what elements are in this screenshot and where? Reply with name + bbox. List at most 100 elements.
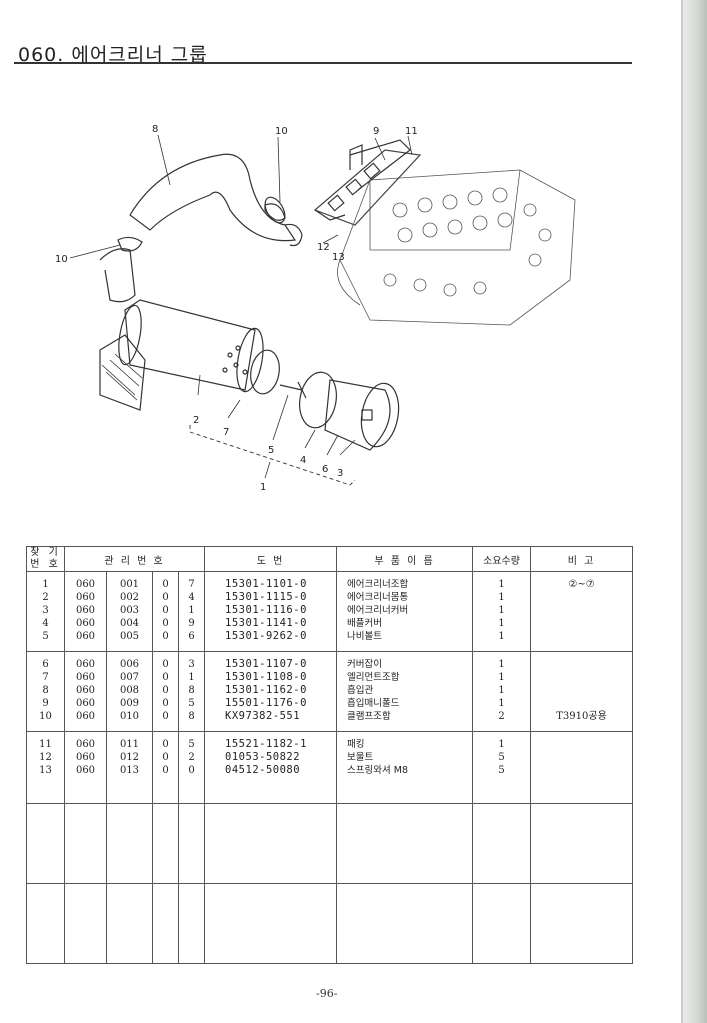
page-edge-line	[681, 0, 683, 1023]
callout-7: 7	[223, 427, 229, 438]
header-remark: 비 고	[530, 546, 634, 572]
cell-value: 15301-1116-0	[225, 604, 307, 616]
cell-value	[531, 617, 632, 630]
cell-empty	[530, 883, 634, 964]
cell-empty	[152, 883, 179, 964]
cell-value: 011	[119, 739, 140, 750]
cell-empty	[64, 883, 107, 964]
cell-value: 15301-1115-0	[225, 591, 307, 603]
table-row-empty	[26, 803, 634, 884]
cell-value: 009	[119, 698, 140, 709]
header-no-bottom: 번 호	[30, 559, 61, 570]
cell-value: 060	[75, 739, 96, 750]
cell-value: 0	[162, 605, 169, 616]
cell-value: 060	[75, 659, 96, 670]
cell-value: 12	[39, 752, 52, 763]
cell-value: 5	[188, 698, 195, 709]
cell-value: 0	[162, 618, 169, 629]
cell-value: 0	[162, 672, 169, 683]
cell-value: 1	[498, 739, 505, 750]
engine-block	[337, 169, 576, 326]
cell-value: 0	[162, 711, 169, 722]
callout-5: 5	[268, 445, 274, 456]
cell-empty	[106, 883, 153, 964]
cell-value: 5	[498, 752, 505, 763]
cell-empty	[152, 803, 179, 884]
cell-value: KX97382-551	[225, 710, 301, 722]
cell-value: 나비볼트	[347, 631, 382, 642]
assembly-bracket	[189, 425, 356, 486]
cell-value: 04512-50080	[225, 764, 301, 776]
cell-value: 10	[39, 711, 52, 722]
cell-value: 8	[188, 685, 195, 696]
cell-value: 1	[498, 672, 505, 683]
cell-value: 060	[75, 672, 96, 683]
cell-value: 0	[162, 659, 169, 670]
callout-3: 3	[337, 468, 343, 479]
page-edge	[683, 0, 707, 1023]
cell-value: 1	[188, 672, 195, 683]
cell-empty	[106, 803, 153, 884]
cell-value: 012	[119, 752, 140, 763]
cell-remark	[530, 731, 634, 804]
callout-2: 2	[193, 415, 199, 426]
cell-value: 13	[39, 765, 52, 776]
cell-value: ②~⑦	[568, 579, 595, 590]
cell-value: 008	[119, 685, 140, 696]
cell-value: 7	[42, 672, 49, 683]
cell-value: 0	[162, 592, 169, 603]
cell-empty	[26, 803, 65, 884]
cell-value: 15521-1182-1	[225, 738, 307, 750]
cell-value: 15301-1107-0	[225, 658, 307, 670]
cell-value: 흡입관	[347, 685, 374, 696]
cell-value: 6	[42, 659, 49, 670]
cell-empty	[530, 803, 634, 884]
intake-manifold	[313, 139, 422, 226]
callout-12: 12	[317, 242, 330, 253]
cell-value: 005	[119, 631, 140, 642]
cell-value: 엘리먼트조합	[347, 672, 400, 683]
cell-value: 배플커버	[347, 618, 382, 629]
cell-value: 흡입매니폴드	[347, 698, 400, 709]
cell-value: 001	[119, 579, 140, 590]
cell-value: 1	[188, 605, 195, 616]
cell-value: 0	[162, 631, 169, 642]
header-qty: 소요수량	[472, 546, 532, 572]
cell-value: 002	[119, 592, 140, 603]
cell-value: 007	[119, 672, 140, 683]
cell-value: 060	[75, 631, 96, 642]
cell-value: 1	[498, 698, 505, 709]
callout-6: 6	[322, 464, 328, 475]
air-cleaner-body	[118, 299, 264, 393]
cell-value: 15301-1141-0	[225, 617, 307, 629]
cell-value: 15301-1108-0	[225, 671, 307, 683]
cell-value: 060	[75, 605, 96, 616]
intake-pipe	[129, 153, 303, 247]
cell-value: T3910공용	[556, 711, 607, 722]
cell-value: 2	[498, 711, 505, 722]
cell-empty	[177, 883, 206, 964]
cell-value: 1	[498, 592, 505, 603]
cell-value: 2	[188, 752, 195, 763]
cell-value: 4	[188, 592, 195, 603]
cell-value: 0	[162, 698, 169, 709]
cell-value: 060	[75, 698, 96, 709]
cell-value	[531, 684, 632, 697]
cell-value: 15301-1101-0	[225, 578, 307, 590]
header-no: 찾 기 번 호	[26, 546, 65, 572]
callout-10b: 10	[55, 254, 68, 265]
